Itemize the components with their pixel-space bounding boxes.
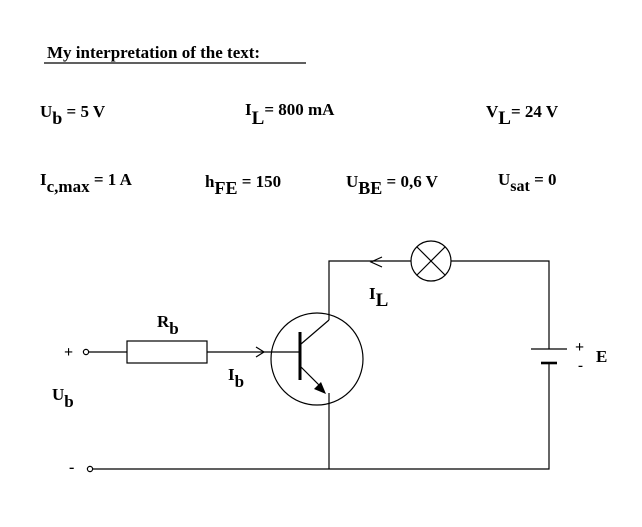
heading: My interpretation of the text: xyxy=(47,43,260,62)
transistor-body xyxy=(270,312,364,406)
param-usat: Usat = 0 xyxy=(498,170,557,195)
param-ube: UBE = 0,6 V xyxy=(346,172,439,198)
il-label: IL xyxy=(369,284,388,311)
input-minus-sign: - xyxy=(69,459,74,476)
param-il: IL= 800 mA xyxy=(245,100,335,129)
top-right-wire xyxy=(451,260,550,349)
input-ub-label: Ub xyxy=(52,385,74,411)
input-plus-terminal xyxy=(82,348,90,356)
bottom-wire xyxy=(92,363,550,470)
param-icmax: Ic,max = 1 A xyxy=(40,170,133,196)
battery-minus-sign: - xyxy=(578,358,583,374)
transistor-collector-lead xyxy=(300,319,330,345)
il-arrow xyxy=(369,256,383,268)
battery-plus-sign: + xyxy=(575,339,584,356)
collector-wire xyxy=(328,260,411,320)
ib-label: Ib xyxy=(228,365,244,391)
battery-e-label: E xyxy=(596,347,607,366)
lamp-cross-2 xyxy=(416,246,446,276)
ib-arrow xyxy=(255,346,266,358)
param-vl: VL= 24 V xyxy=(486,102,559,129)
rb-label: Rb xyxy=(157,312,179,338)
emitter-arrow xyxy=(314,382,326,394)
resistor-rb xyxy=(126,340,208,364)
input-minus-terminal xyxy=(86,465,94,473)
param-hfe: hFE = 150 xyxy=(205,172,281,198)
param-ub: Ub = 5 V xyxy=(40,102,106,128)
input-plus-sign: + xyxy=(64,344,73,361)
